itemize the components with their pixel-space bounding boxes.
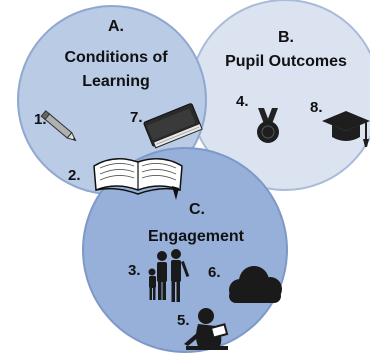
medal-icon: [257, 108, 279, 143]
graduation-cap-icon: [322, 111, 370, 147]
circle-a-letter: A.: [108, 18, 124, 35]
circle-c-title: Engagement: [148, 228, 245, 245]
circle-b-title: Pupil Outcomes: [225, 53, 347, 70]
item-6-number: 6.: [208, 264, 221, 281]
pencil-icon: [40, 110, 77, 142]
item-4-number: 4.: [236, 93, 249, 110]
circle-a-title-line1: Conditions of: [64, 49, 168, 66]
family-icon: [148, 249, 190, 302]
item-7-number: 7.: [130, 109, 143, 126]
item-5-number: 5.: [177, 312, 190, 329]
child-reading-icon: [184, 308, 229, 350]
circle-c-letter: C.: [189, 201, 205, 218]
item-2-number: 2.: [68, 167, 81, 184]
item-8-number: 8.: [310, 99, 323, 116]
item-3-number: 3.: [128, 262, 141, 279]
circle-a-title-line2: Learning: [82, 73, 150, 90]
circle-b-letter: B.: [278, 29, 294, 46]
cloud-icon: [229, 266, 282, 303]
open-book-icon: [93, 158, 183, 200]
closed-book-icon: [143, 103, 203, 149]
